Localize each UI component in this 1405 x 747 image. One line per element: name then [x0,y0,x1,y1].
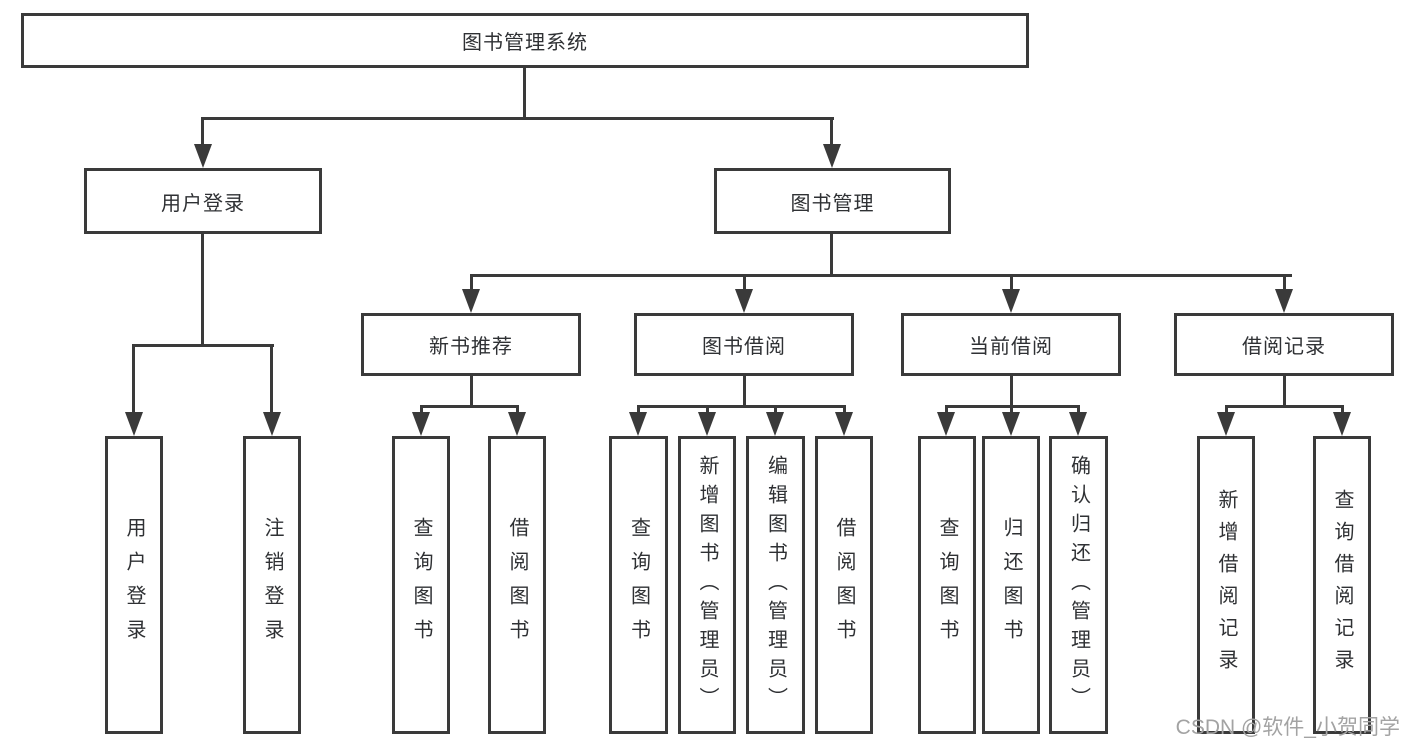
arrow-to-records [1275,289,1293,313]
watermark: CSDN @软件_小贺同学 [1175,716,1400,739]
connector-borrowing-hline [637,405,845,408]
leaf-edit-books-admin-label: 编辑图书（管理员） [764,454,787,716]
leaf-query-books-current: 查询图书 [918,436,976,734]
arrow-to-user-login [194,144,212,168]
connector-borrowing-drop [743,274,746,292]
connector-leaf-drop [516,405,519,417]
arrow-to-leaf [629,412,647,436]
connector-leaf-drop [1010,405,1013,417]
arrow-to-leaf [1333,412,1351,436]
leaf-query-books-recommend: 查询图书 [392,436,450,734]
node-book-borrowing-label: 图书借阅 [702,336,786,358]
connector-new-books-drop [470,274,473,292]
arrow-to-leaf [1069,412,1087,436]
leaf-query-books-borrowing-label: 查询图书 [627,517,650,653]
leaf-query-borrow-record-label: 查询借阅记录 [1331,489,1353,681]
connector-records-stem [1283,376,1286,408]
leaf-edit-books-admin: 编辑图书（管理员） [746,436,805,734]
connector-leaf-drop [945,405,948,417]
connector-new-books-hline [420,405,518,408]
connector-book-mgmt-stem [830,234,833,276]
leaf-logout: 注销登录 [243,436,301,734]
leaf-query-books-recommend-label: 查询图书 [410,517,432,653]
connector-login-leaf-drop [132,344,135,416]
leaf-return-books: 归还图书 [982,436,1040,734]
connector-leaf-drop [774,405,777,417]
leaf-borrow-books-recommend-label: 借阅图书 [506,517,528,653]
leaf-query-books-current-label: 查询图书 [936,517,958,653]
node-root: 图书管理系统 [21,13,1029,68]
leaf-borrow-books-recommend: 借阅图书 [488,436,546,734]
node-current-borrowing: 当前借阅 [901,313,1121,376]
connector-leaf-drop [1077,405,1080,417]
leaf-user-login-label: 用户登录 [123,517,145,653]
leaf-add-books-admin-label: 新增图书（管理员） [696,454,718,716]
leaf-borrow-books-label: 借阅图书 [833,517,855,653]
arrow-to-book-mgmt [823,144,841,168]
connector-current-drop [1010,274,1013,292]
leaf-borrow-books: 借阅图书 [815,436,873,734]
arrow-to-borrowing [735,289,753,313]
leaf-query-books-borrowing: 查询图书 [609,436,668,734]
leaf-confirm-return-admin: 确认归还（管理员） [1049,436,1108,734]
connector-user-login-stem [201,234,204,347]
leaf-add-borrow-record: 新增借阅记录 [1197,436,1255,734]
leaf-query-borrow-record: 查询借阅记录 [1313,436,1371,734]
connector-book-mgmt-drop [830,117,833,147]
connector-records-drop [1283,274,1286,292]
node-current-borrowing-label: 当前借阅 [969,336,1053,358]
connector-logout-leaf-drop [270,344,273,416]
arrow-to-leaf [937,412,955,436]
arrow-to-leaf [1002,412,1020,436]
leaf-add-borrow-record-label: 新增借阅记录 [1215,489,1237,681]
arrow-to-new-books [462,289,480,313]
node-borrow-records: 借阅记录 [1174,313,1394,376]
node-book-mgmt-label: 图书管理 [790,192,875,215]
leaf-return-books-label: 归还图书 [1000,517,1022,653]
connector-new-books-stem [470,376,473,408]
connector-root-stem [523,68,526,120]
leaf-user-login: 用户登录 [105,436,163,734]
connector-current-stem [1010,376,1013,408]
connector-leaf-drop [420,405,423,417]
leaf-logout-label: 注销登录 [261,517,283,653]
node-user-login: 用户登录 [84,168,322,234]
arrow-to-current [1002,289,1020,313]
connector-leaf-drop [706,405,709,417]
connector-leaf-drop [1225,405,1228,417]
arrow-to-leaf [835,412,853,436]
leaf-add-books-admin: 新增图书（管理员） [678,436,736,734]
arrow-to-leaf [1217,412,1235,436]
connector-borrowing-stem [743,376,746,408]
node-book-mgmt: 图书管理 [714,168,951,234]
connector-records-hline [1225,405,1343,408]
connector-leaf-drop [843,405,846,417]
connector-user-login-hline [133,344,274,347]
connector-level1-hline [201,117,834,120]
arrow-to-leaf [766,412,784,436]
node-root-label: 图书管理系统 [462,32,588,54]
arrow-to-leaf [412,412,430,436]
node-user-login-label: 用户登录 [161,192,245,215]
leaf-confirm-return-admin-label: 确认归还（管理员） [1067,454,1090,716]
connector-level2-hline [470,274,1292,277]
node-new-book-recommend-label: 新书推荐 [429,336,513,358]
arrow-to-leaf [698,412,716,436]
arrow-to-logout-leaf [263,412,281,436]
connector-leaf-drop [637,405,640,417]
arrow-to-login-leaf [125,412,143,436]
node-borrow-records-label: 借阅记录 [1242,336,1326,358]
connector-user-login-drop [201,117,204,147]
connector-leaf-drop [1341,405,1344,417]
node-new-book-recommend: 新书推荐 [361,313,581,376]
arrow-to-leaf [508,412,526,436]
node-book-borrowing: 图书借阅 [634,313,854,376]
